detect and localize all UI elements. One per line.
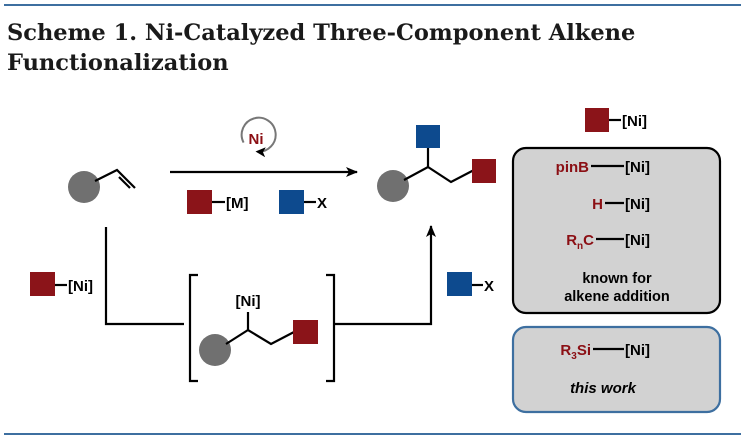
top-rule: [4, 4, 741, 6]
known-row-metal: [Ni]: [625, 159, 650, 176]
alkene-bond-double: [118, 176, 131, 189]
known-row-rnc: RnC [Ni]: [566, 232, 650, 252]
alkene-bond-single: [94, 168, 136, 189]
title-line-1: Scheme 1. Ni-Catalyzed Three-Component A…: [7, 20, 636, 46]
substrate-gray-circle: [68, 171, 100, 203]
pathway-red-square: [30, 272, 55, 296]
known-caption-line-2: alkene addition: [564, 289, 670, 305]
bracket-right: [326, 273, 336, 383]
known-reactions-box: [511, 146, 722, 315]
bottom-rule: [4, 433, 741, 435]
known-caption-line-1: known for: [582, 271, 652, 287]
panel-top-ni-label: [Ni]: [622, 113, 647, 130]
alkene-substrate: [68, 168, 136, 203]
known-row-group: RnC: [566, 232, 594, 252]
this-work-caption: this work: [570, 380, 637, 397]
alkyl-nickel-intermediate: [Ni]: [199, 293, 318, 366]
this-work-group: R3Si: [560, 342, 591, 362]
reagent-red-square: [187, 190, 212, 214]
pathway-down-line: [104, 227, 184, 326]
intermediate-ni-label: [Ni]: [236, 293, 261, 310]
dicarbofunctionalized-product: [377, 125, 496, 202]
this-work-row: R3Si [Ni]: [560, 342, 650, 362]
pathway-blue-square: [447, 272, 472, 296]
intermediate-gray-circle: [199, 334, 231, 366]
reagent-metal-label: [M]: [226, 195, 249, 212]
pathway-up-arrow: [334, 225, 436, 326]
product-gray-circle: [377, 170, 409, 202]
known-row-metal: [Ni]: [625, 196, 650, 213]
panel-red-square: [585, 108, 609, 132]
catalyst-label: Ni: [249, 131, 264, 148]
title-line-2: Functionalization: [7, 50, 229, 76]
known-row-pinb: pinB [Ni]: [556, 159, 650, 176]
this-work-metal: [Ni]: [625, 342, 650, 359]
reagent-blue-square: [279, 190, 304, 214]
comparison-panel: [Ni] pinB [Ni] H [Ni] RnC [Ni] known for…: [511, 108, 722, 414]
known-row-group: pinB: [556, 159, 589, 176]
bracket-left: [188, 273, 198, 383]
known-row-h: H [Ni]: [592, 196, 650, 213]
this-work-box: [511, 325, 722, 414]
catalytic-cycle-icon: Ni: [240, 116, 277, 158]
pathway-ni-label: [Ni]: [68, 278, 93, 295]
intermediate-red-square: [293, 320, 318, 344]
product-blue-square: [416, 125, 440, 148]
known-row-metal: [Ni]: [625, 232, 650, 249]
product-red-square: [472, 159, 496, 183]
pathway-x-label: X: [484, 278, 494, 295]
electrophile-x-label: X: [317, 195, 327, 212]
scheme-title: Scheme 1. Ni-Catalyzed Three-Component A…: [7, 18, 727, 78]
known-row-group: H: [592, 196, 603, 213]
